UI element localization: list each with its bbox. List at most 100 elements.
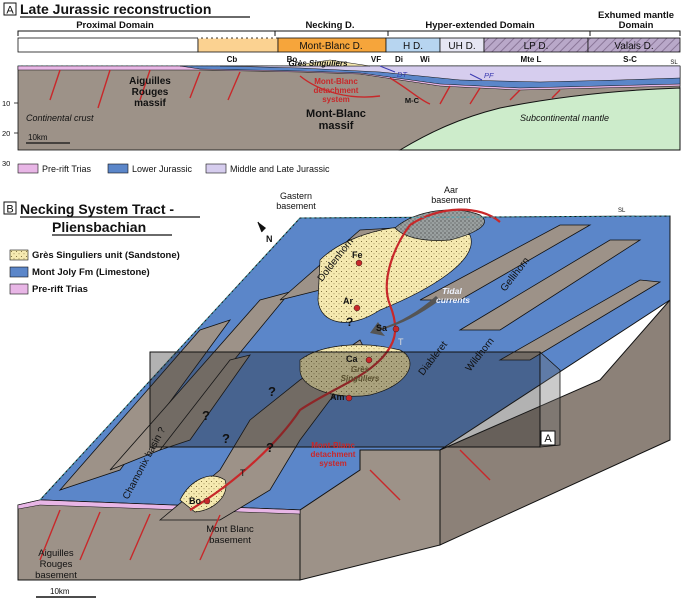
detach-b-line2: detachment xyxy=(311,450,356,459)
legend-a: Pre-rift Trias Lower Jurassic Middle and… xyxy=(17,163,330,174)
panel-a-letter-box xyxy=(3,2,17,16)
locality-bo: Bo xyxy=(287,55,298,64)
domain-proximal: Proximal Domain xyxy=(76,20,154,31)
mb-basement-line1: Mont Blanc xyxy=(206,524,254,535)
locality-vf: VF xyxy=(371,55,381,64)
legend-b-swatch-gres xyxy=(9,249,29,261)
legend-a-swatch-lower-jurassic xyxy=(107,163,129,174)
gres-b-line2: Singuliers xyxy=(341,374,380,383)
site-fe-marker xyxy=(355,259,363,267)
question-mark-1: ? xyxy=(346,315,353,329)
site-am: Am xyxy=(330,392,345,402)
mb-basement-line2: basement xyxy=(209,535,251,546)
subcontinental-mantle-label: Subcontinental mantle xyxy=(520,113,609,123)
tidal-current-arrow xyxy=(370,296,440,336)
aar-line1: Aar xyxy=(444,185,458,195)
panel-b-title-line1: Necking System Tract - xyxy=(20,201,174,217)
locality-cb: Cb xyxy=(227,55,238,64)
section-a-location-box xyxy=(149,351,541,448)
gres-body-north xyxy=(317,225,472,323)
legend-b-label-mont-joly: Mont Joly Fm (Limestone) xyxy=(32,267,150,278)
locality-mte-l: Mte L xyxy=(521,55,542,64)
mb-detach-a-line1: Mont-Blanc xyxy=(314,77,358,86)
t-marker-1: T xyxy=(240,468,246,478)
site-ca-marker xyxy=(365,356,373,364)
aig-rouges-line2: Rouges xyxy=(132,87,169,98)
site-ar-marker xyxy=(353,304,361,312)
tidal-line1: Tidal xyxy=(442,286,462,296)
panel-b-title-line2: Pliensbachian xyxy=(52,219,146,235)
domain-exhumed-line2: Domain xyxy=(619,20,654,31)
aar-line2: basement xyxy=(431,195,471,205)
north-label: N xyxy=(266,234,273,244)
site-fe: Fe xyxy=(352,250,363,260)
aig-rouges-line1: Aiguilles xyxy=(129,76,171,87)
gres-label-a: Grès Singuliers xyxy=(288,59,348,68)
tidal-line2: currents xyxy=(436,295,470,305)
mb-detach-a-line3: system xyxy=(322,95,350,104)
sl-label-b: SL xyxy=(618,208,626,214)
detach-b-line3: system xyxy=(319,459,347,468)
dt-label: DT xyxy=(397,70,408,79)
depth-tick-30: 30 xyxy=(2,159,10,168)
legend-b-swatch-mont-joly xyxy=(9,266,29,278)
tilted-blocks xyxy=(58,224,662,491)
site-ca: Ca xyxy=(346,354,358,364)
legend-b-swatch-trias xyxy=(9,283,29,295)
detach-b-line1: Mont-Blanc xyxy=(311,441,355,450)
site-sa: Sa xyxy=(376,323,388,333)
section-a-tag: A xyxy=(544,433,552,445)
subdomain-valais: Valais D. xyxy=(614,41,653,52)
domain-brackets xyxy=(17,30,681,36)
section-a-box-side xyxy=(539,351,561,448)
question-mark-3: ? xyxy=(222,431,230,446)
dt-arrow xyxy=(379,65,396,73)
gres-b-line1: Grès xyxy=(351,365,370,374)
gres-singuliers-wedge xyxy=(289,59,371,67)
subdomain-mont-blanc: Mont-Blanc D. xyxy=(299,41,362,52)
scale-bar-a-label: 10km xyxy=(28,133,48,142)
sea-level-b xyxy=(39,215,671,501)
subdomain-lp: LP D. xyxy=(524,41,549,52)
sea-level-label: SL xyxy=(670,60,678,66)
panel-b-letter-box xyxy=(3,201,17,215)
subdomain-h: H D. xyxy=(403,41,423,52)
locality-wi: Wi xyxy=(420,55,430,64)
mb-massif-a-line1: Mont-Blanc xyxy=(306,108,366,120)
aig-b-line3: basement xyxy=(35,570,77,581)
depth-tick-20: 20 xyxy=(2,129,10,138)
subcontinental-mantle xyxy=(398,87,681,151)
domain-necking: Necking D. xyxy=(305,20,354,31)
site-ar: Ar xyxy=(343,296,353,306)
legend-b: Grès Singuliers unit (Sandstone) Mont Jo… xyxy=(9,249,180,295)
middle-late-jurassic-layer xyxy=(219,65,681,83)
legend-a-label-lower-jurassic: Lower Jurassic xyxy=(132,164,193,174)
mb-detach-a-line2: detachment xyxy=(314,86,359,95)
scale-bar-b-label: 10km xyxy=(50,587,70,596)
mb-massif-a-line2: massif xyxy=(319,120,354,132)
gres-body-south xyxy=(179,475,227,513)
question-mark-5: ? xyxy=(202,408,210,423)
question-mark-4: ? xyxy=(266,440,274,455)
cross-section xyxy=(17,59,681,151)
pf-arrow xyxy=(469,73,483,81)
locality-di: Di xyxy=(395,55,403,64)
subdomain-uh: UH D. xyxy=(448,41,475,52)
legend-a-label-trias: Pre-rift Trias xyxy=(42,164,92,174)
site-markers xyxy=(203,259,400,505)
panel-b: B Necking System Tract - Pliensbachian G… xyxy=(3,185,671,598)
aig-b-line2: Rouges xyxy=(40,559,73,570)
legend-a-swatch-mid-late-jurassic xyxy=(205,163,227,174)
depth-tick-10: 10 xyxy=(2,99,10,108)
front-faults xyxy=(39,449,491,561)
aig-rouges-line3: massif xyxy=(134,98,166,109)
site-bo-marker xyxy=(203,497,211,505)
panel-a: A Late Jurassic reconstruction Proximal … xyxy=(2,1,681,174)
legend-b-label-trias: Pre-rift Trias xyxy=(32,284,88,295)
t-marker-2: T xyxy=(398,337,404,347)
question-mark-2: ? xyxy=(268,384,276,399)
domain-hyper-extended: Hyper-extended Domain xyxy=(425,20,534,31)
site-am-marker xyxy=(345,394,353,402)
block-diagram xyxy=(17,208,671,581)
